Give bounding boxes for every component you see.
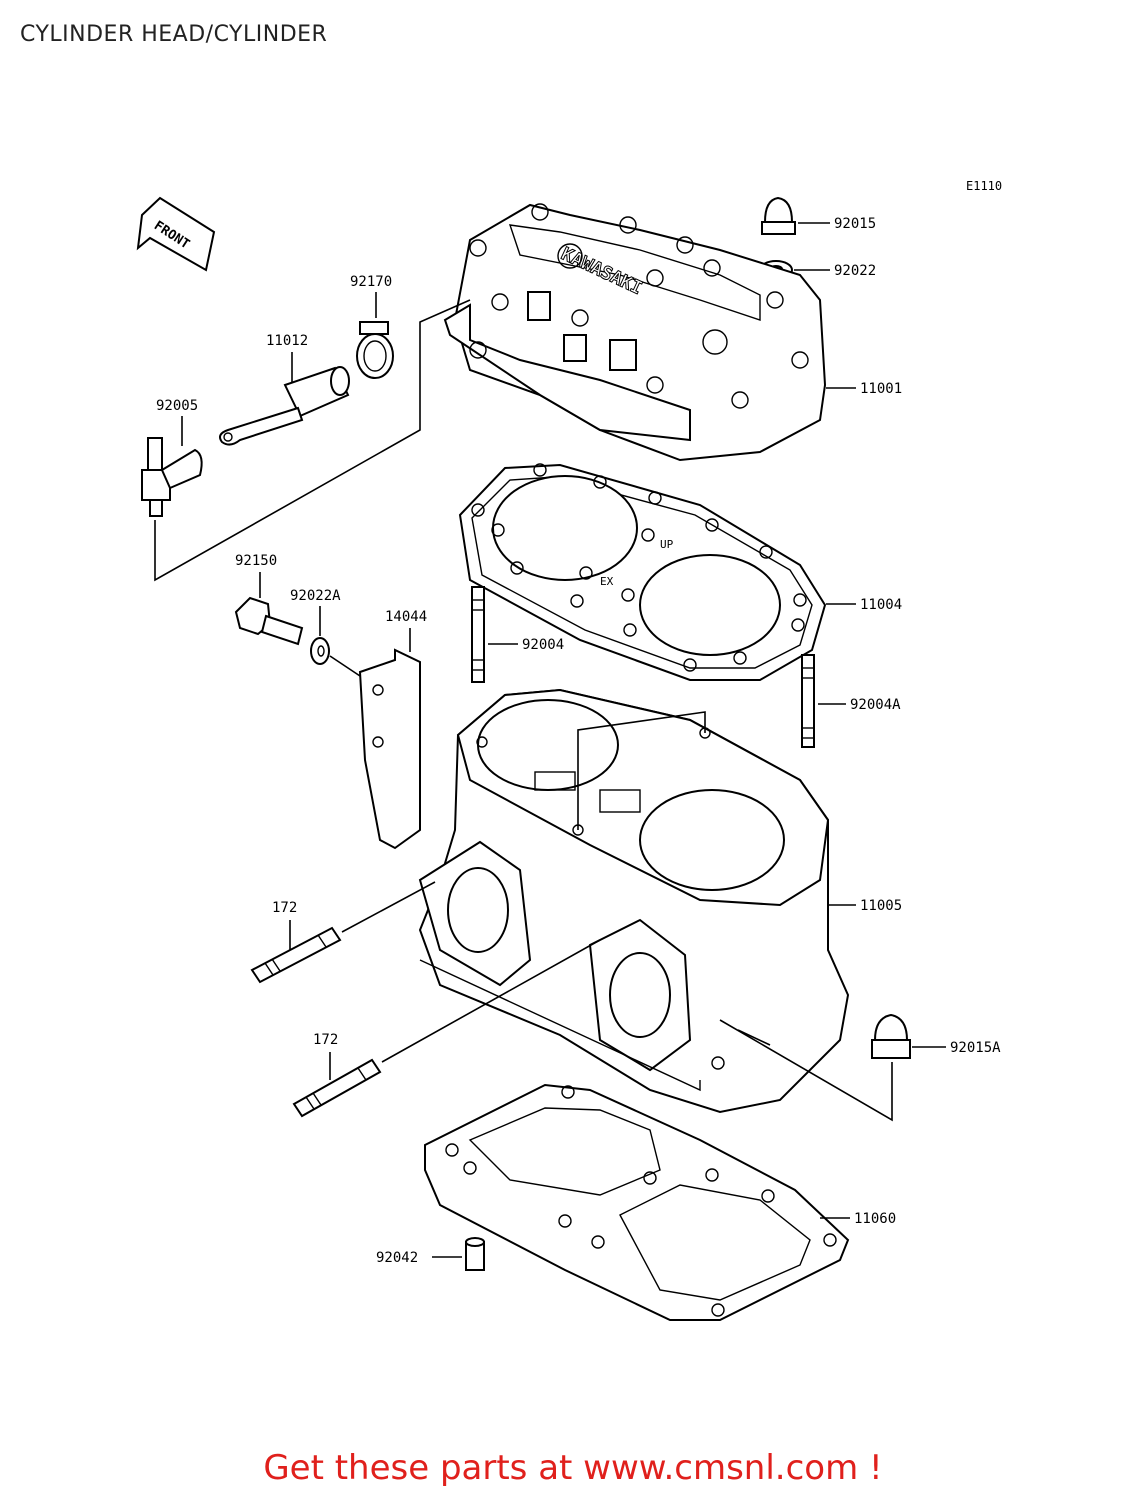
nipple-fitting-92005[interactable] [141,437,203,517]
base-gasket-11060[interactable] [424,1083,850,1321]
page-title: CYLINDER HEAD/CYLINDER [20,22,328,47]
diagram-code: E1110 [966,179,1002,193]
svg-text:UP: UP [660,538,674,551]
label-11005: 11005 [860,898,902,914]
front-arrow-icon: FRONT [136,196,216,272]
acorn-nut-92015[interactable] [761,196,796,235]
water-joint-11012[interactable] [219,366,350,446]
stud-bolt-92004[interactable] [471,586,485,683]
label-11012: 11012 [266,333,308,349]
label-92022A: 92022A [290,588,341,604]
label-11001: 11001 [860,381,902,397]
label-92015A: 92015A [950,1040,1001,1056]
washer-92022A[interactable] [310,637,330,665]
bolt-92150[interactable] [234,596,304,646]
label-92042: 92042 [376,1250,418,1266]
label-172-upper: 172 [272,900,297,916]
bracket-14044[interactable] [358,648,421,850]
head-gasket-11004[interactable]: UP EX [458,463,827,681]
label-172-lower: 172 [313,1032,338,1048]
label-11060: 11060 [854,1211,896,1227]
label-11004: 11004 [860,597,902,613]
cylinder-11005[interactable] [418,688,850,1114]
label-14044: 14044 [385,609,427,625]
svg-text:EX: EX [600,575,614,588]
dowel-pin-92042[interactable] [465,1237,485,1271]
label-92004A: 92004A [850,697,901,713]
label-92005: 92005 [156,398,198,414]
label-92170: 92170 [350,274,392,290]
footer-advert[interactable]: Get these parts at www.cmsnl.com ! [263,1448,883,1488]
cylinder-head-11001[interactable]: KAWASAKI [443,203,827,462]
stud-172-upper[interactable] [250,926,342,984]
stud-172-lower[interactable] [292,1058,382,1118]
hose-clamp-92170[interactable] [356,321,394,379]
label-92022: 92022 [834,263,876,279]
label-92150: 92150 [235,553,277,569]
stud-bolt-92004A[interactable] [801,654,815,748]
acorn-nut-92015A[interactable] [871,1013,911,1059]
label-92015: 92015 [834,216,876,232]
label-92004: 92004 [522,637,564,653]
